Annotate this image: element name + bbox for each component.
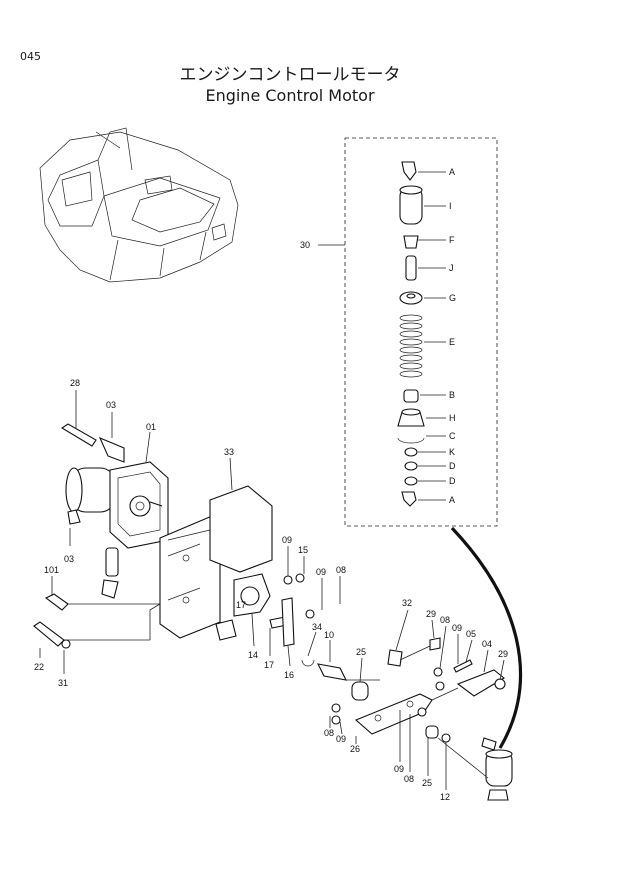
callout-14: 14 xyxy=(248,650,258,660)
control-cable xyxy=(450,526,523,749)
callout-26: 26 xyxy=(350,744,360,754)
callout-08: 08 xyxy=(440,615,450,625)
bolt-and-bracket-top xyxy=(60,423,125,525)
callout-D: D xyxy=(449,476,456,486)
lever-assembly xyxy=(215,573,315,667)
title-english: Engine Control Motor xyxy=(205,86,375,105)
callout-F: F xyxy=(449,235,455,245)
callout-K: K xyxy=(449,447,455,457)
callout-08: 08 xyxy=(404,774,414,784)
arm-04-group xyxy=(429,637,506,697)
callout-03: 03 xyxy=(106,400,116,410)
kit-letter-labels: A I F J G E B H C K D D A xyxy=(449,167,456,505)
callout-C: C xyxy=(449,431,456,441)
linkage-rod xyxy=(317,649,403,701)
callout-09: 09 xyxy=(282,535,292,545)
excavator-illustration xyxy=(39,127,239,283)
kit-outline-box xyxy=(344,137,498,527)
bracket-plates xyxy=(159,485,273,639)
callout-25: 25 xyxy=(422,778,432,788)
callout-H: H xyxy=(449,413,456,423)
callout-17: 17 xyxy=(236,600,246,610)
motor-body xyxy=(65,461,169,599)
callout-J: J xyxy=(449,263,454,273)
kit-parts-stack xyxy=(397,161,425,507)
part-leader-lines xyxy=(39,390,505,790)
connector-lines xyxy=(64,529,489,779)
callout-I: I xyxy=(449,201,452,211)
callout-29: 29 xyxy=(426,609,436,619)
callout-15: 15 xyxy=(298,545,308,555)
callout-04: 04 xyxy=(482,639,492,649)
callout-09: 09 xyxy=(394,764,404,774)
callout-29: 29 xyxy=(498,649,508,659)
callout-31: 31 xyxy=(58,678,68,688)
cable-end-assembly xyxy=(481,737,513,801)
callout-16: 16 xyxy=(284,670,294,680)
callout-08: 08 xyxy=(324,728,334,738)
callout-03: 03 xyxy=(64,554,74,564)
callout-G: G xyxy=(449,293,456,303)
page-code: 045 xyxy=(20,50,41,63)
callout-101: 101 xyxy=(44,565,59,575)
callout-28: 28 xyxy=(70,378,80,388)
callout-12: 12 xyxy=(440,792,450,802)
callout-D: D xyxy=(449,461,456,471)
arm-lever xyxy=(331,693,451,743)
callout-30: 30 xyxy=(300,240,310,250)
callout-09: 09 xyxy=(316,567,326,577)
bolts-lower-left xyxy=(33,593,71,649)
callout-09: 09 xyxy=(452,623,462,633)
callout-B: B xyxy=(449,390,455,400)
callout-34: 34 xyxy=(312,622,322,632)
kit-leader-lines xyxy=(418,171,446,501)
callout-08: 08 xyxy=(336,565,346,575)
callout-25: 25 xyxy=(356,647,366,657)
callout-09: 09 xyxy=(336,734,346,744)
part-number-labels: 28 03 01 33 03 101 22 31 09 15 17 09 08 … xyxy=(34,378,508,802)
callout-33: 33 xyxy=(224,447,234,457)
callout-17: 17 xyxy=(264,660,274,670)
title-japanese: エンジンコントロールモータ xyxy=(180,65,401,85)
callout-E: E xyxy=(449,337,455,347)
callout-05: 05 xyxy=(466,629,476,639)
callout-A: A xyxy=(449,167,455,177)
callout-10: 10 xyxy=(324,630,334,640)
callout-01: 01 xyxy=(146,422,156,432)
callout-22: 22 xyxy=(34,662,44,672)
callout-32: 32 xyxy=(402,598,412,608)
callout-A: A xyxy=(449,495,455,505)
